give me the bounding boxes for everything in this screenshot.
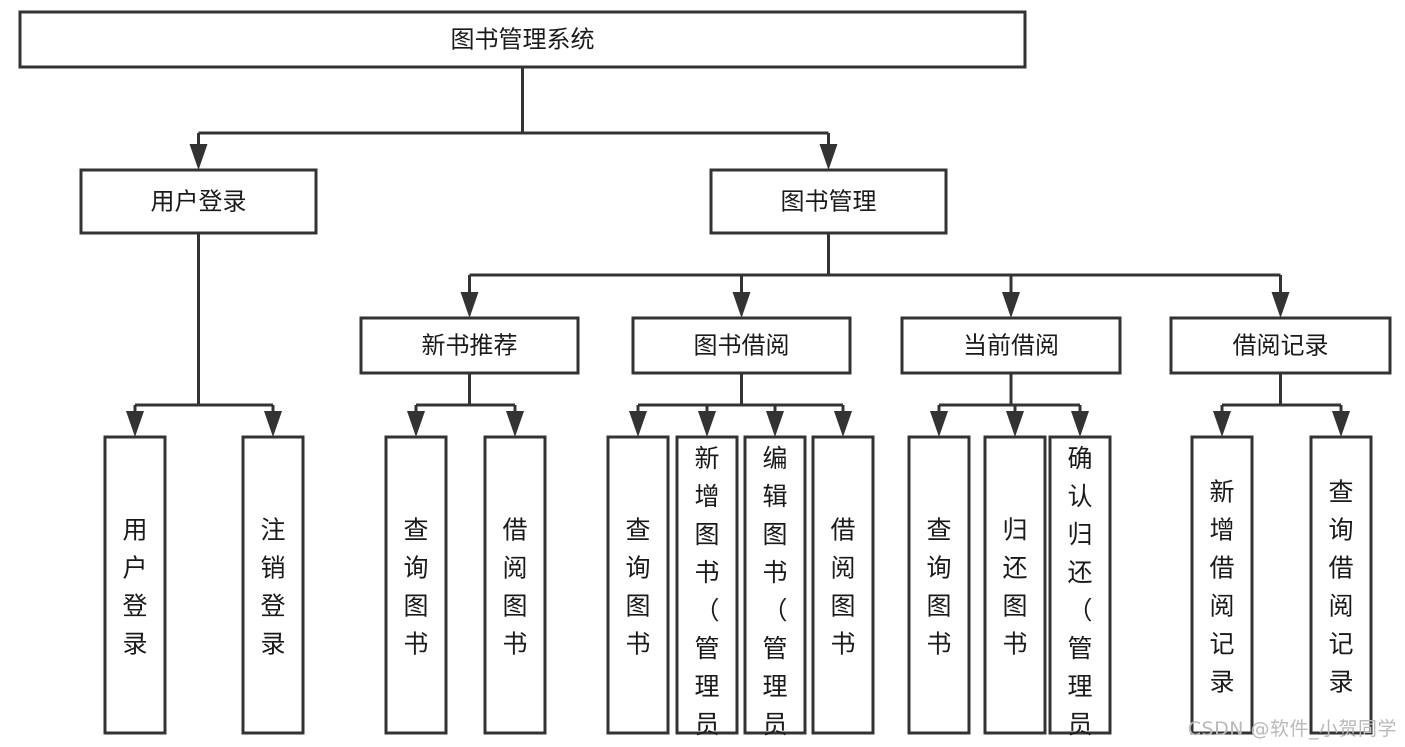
- arrow-head-leaf-logout: [264, 411, 282, 437]
- arrow-head-leaf-query-borrow-record: [1332, 411, 1350, 437]
- node-leaf-add-borrow-record[interactable]: 新增借阅记录: [1190, 435, 1254, 735]
- arrow-head-leaf-confirm-return-admin: [1071, 411, 1089, 437]
- node-label-leaf-logout: 注销登录: [260, 516, 285, 659]
- node-box-leaf-borrow-book-rec[interactable]: [483, 435, 547, 735]
- node-leaf-confirm-return-admin[interactable]: 确认归还（管理员）: [1048, 435, 1112, 747]
- node-label-leaf-borrow-book-rec: 借阅图书: [502, 516, 527, 659]
- node-book-management[interactable]: 图书管理: [709, 168, 948, 235]
- node-box-leaf-query-book-rec[interactable]: [384, 435, 448, 735]
- node-label-current-borrow: 当前借阅: [963, 332, 1059, 360]
- nodes-layer: 图书管理系统用户登录图书管理新书推荐图书借阅当前借阅借阅记录用户登录注销登录查询…: [18, 10, 1392, 747]
- arrow-head-leaf-user-login: [126, 411, 144, 437]
- node-label-leaf-query-book-rec: 查询图书: [403, 516, 428, 659]
- arrow-head-user-login: [189, 144, 208, 170]
- node-box-leaf-confirm-return-admin[interactable]: [1048, 435, 1112, 735]
- node-leaf-user-login[interactable]: 用户登录: [103, 435, 167, 735]
- node-leaf-logout[interactable]: 注销登录: [241, 435, 305, 735]
- node-leaf-add-book-admin[interactable]: 新增图书（管理员）: [675, 435, 739, 747]
- node-leaf-return-book[interactable]: 归还图书: [983, 435, 1047, 735]
- node-box-leaf-borrow-book[interactable]: [811, 435, 875, 735]
- node-label-leaf-confirm-return-admin: 确认归还（管理员）: [1067, 444, 1092, 747]
- node-box-book-management[interactable]: [709, 168, 948, 235]
- arrow-head-leaf-return-book: [1006, 411, 1024, 437]
- node-root[interactable]: 图书管理系统: [18, 10, 1027, 69]
- node-box-leaf-user-login[interactable]: [103, 435, 167, 735]
- node-label-leaf-user-login: 用户登录: [122, 516, 147, 659]
- arrow-head-borrow-record: [1271, 292, 1290, 318]
- node-leaf-query-book-current[interactable]: 查询图书: [907, 435, 971, 735]
- arrow-head-leaf-borrow-book: [834, 411, 852, 437]
- node-box-leaf-add-borrow-record[interactable]: [1190, 435, 1254, 735]
- node-book-borrow[interactable]: 图书借阅: [631, 316, 852, 375]
- node-box-leaf-return-book[interactable]: [983, 435, 1047, 735]
- node-box-leaf-query-borrow-record[interactable]: [1309, 435, 1373, 735]
- node-leaf-borrow-book-rec[interactable]: 借阅图书: [483, 435, 547, 735]
- node-user-login[interactable]: 用户登录: [79, 168, 318, 235]
- arrow-head-book-borrow: [732, 292, 751, 318]
- arrow-head-leaf-add-book-admin: [698, 411, 716, 437]
- node-leaf-borrow-book[interactable]: 借阅图书: [811, 435, 875, 735]
- node-box-user-login[interactable]: [79, 168, 318, 235]
- node-label-user-login: 用户登录: [151, 188, 247, 216]
- node-box-book-borrow[interactable]: [631, 316, 852, 375]
- node-label-leaf-query-borrow-record: 查询借阅记录: [1328, 478, 1353, 697]
- node-label-leaf-borrow-book: 借阅图书: [830, 516, 855, 659]
- node-label-book-borrow: 图书借阅: [694, 332, 790, 360]
- node-label-borrow-record: 借阅记录: [1233, 332, 1329, 360]
- node-borrow-record[interactable]: 借阅记录: [1169, 316, 1392, 375]
- arrow-head-current-borrow: [1002, 292, 1020, 318]
- node-box-leaf-query-book-borrow[interactable]: [606, 435, 670, 735]
- node-leaf-query-book-borrow[interactable]: 查询图书: [606, 435, 670, 735]
- connectors-layer: [126, 67, 1350, 437]
- node-leaf-edit-book-admin[interactable]: 编辑图书（管理员）: [743, 435, 807, 747]
- node-label-leaf-query-book-current: 查询图书: [926, 516, 951, 659]
- node-box-root[interactable]: [18, 10, 1027, 69]
- node-box-leaf-edit-book-admin[interactable]: [743, 435, 807, 735]
- arrow-head-leaf-add-borrow-record: [1213, 411, 1231, 437]
- arrow-head-leaf-borrow-book-rec: [506, 411, 524, 437]
- node-label-leaf-add-borrow-record: 新增借阅记录: [1209, 478, 1234, 697]
- node-current-borrow[interactable]: 当前借阅: [900, 316, 1122, 375]
- node-label-root: 图书管理系统: [451, 26, 595, 54]
- node-box-current-borrow[interactable]: [900, 316, 1122, 375]
- arrow-head-leaf-query-book-borrow: [629, 411, 647, 437]
- arrow-head-leaf-query-book-current: [930, 411, 948, 437]
- arrow-head-leaf-query-book-rec: [407, 411, 425, 437]
- arrow-head-book-management: [819, 144, 838, 170]
- node-label-leaf-query-book-borrow: 查询图书: [625, 516, 650, 659]
- node-box-leaf-add-book-admin[interactable]: [675, 435, 739, 735]
- node-label-leaf-add-book-admin: 新增图书（管理员）: [694, 444, 719, 747]
- node-new-book-recommend[interactable]: 新书推荐: [359, 316, 580, 375]
- node-leaf-query-borrow-record[interactable]: 查询借阅记录: [1309, 435, 1373, 735]
- node-box-leaf-logout[interactable]: [241, 435, 305, 735]
- arrow-head-leaf-edit-book-admin: [766, 411, 784, 437]
- node-box-new-book-recommend[interactable]: [359, 316, 580, 375]
- node-label-book-management: 图书管理: [781, 188, 877, 216]
- node-label-leaf-return-book: 归还图书: [1002, 516, 1027, 659]
- node-box-borrow-record[interactable]: [1169, 316, 1392, 375]
- node-label-new-book-recommend: 新书推荐: [422, 332, 518, 360]
- arrow-head-new-book-recommend: [460, 292, 479, 318]
- node-box-leaf-query-book-current[interactable]: [907, 435, 971, 735]
- node-leaf-query-book-rec[interactable]: 查询图书: [384, 435, 448, 735]
- node-label-leaf-edit-book-admin: 编辑图书（管理员）: [762, 444, 787, 747]
